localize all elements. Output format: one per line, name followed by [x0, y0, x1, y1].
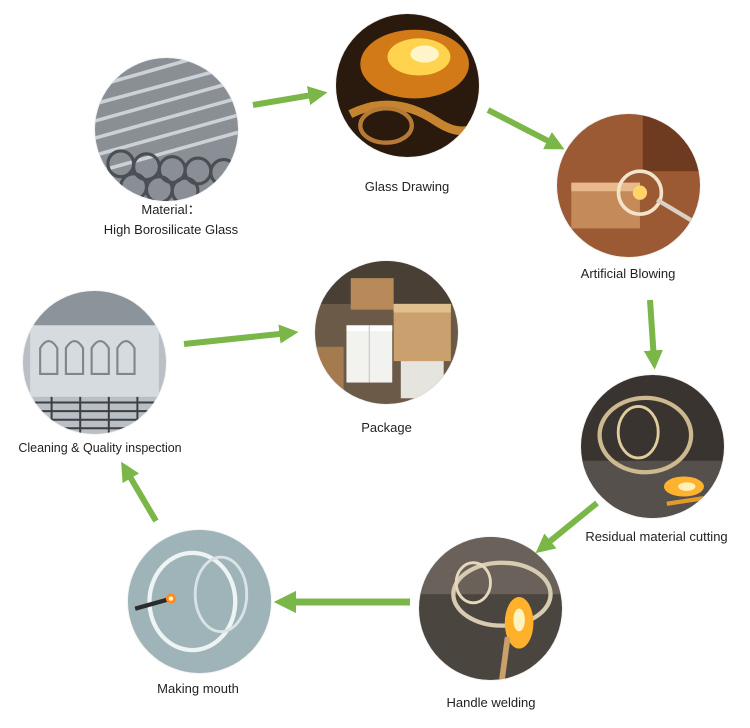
cleaning-machine-photo — [23, 291, 166, 434]
handle-welding-photo — [419, 537, 562, 680]
step-label-glass-drawing: Glass Drawing — [364, 179, 450, 194]
step-label-artificial-blowing: Artificial Blowing — [580, 266, 676, 281]
glass-cutting-photo — [581, 375, 724, 518]
step-label-handle-welding: Handle welding — [446, 695, 536, 710]
step-label-cleaning-quality-inspection: Cleaning & Quality inspection — [18, 441, 182, 455]
step-label-making-mouth: Making mouth — [157, 681, 239, 696]
arrow-drawing-to-blowing — [486, 107, 565, 150]
arrow-material-to-drawing — [252, 86, 328, 108]
arrow-mouth-to-cleaning — [121, 461, 159, 523]
material-label-line1: Material： — [141, 202, 201, 217]
glass-blowing-photo — [557, 114, 700, 257]
mouth-making-photo — [128, 530, 271, 673]
step-label-package: Package — [361, 420, 412, 435]
arrow-cleaning-to-package — [183, 324, 299, 347]
step-label-residual-material-cutting: Residual material cutting — [585, 529, 728, 544]
arrow-blowing-to-cutting — [643, 299, 663, 370]
glass-tubes-photo — [95, 58, 238, 201]
carton-boxes-photo — [315, 261, 458, 404]
flame-drawing-photo — [336, 14, 479, 157]
step-label-material: Material： High Borosilicate Glass — [96, 200, 246, 240]
material-label-line2: High Borosilicate Glass — [103, 222, 239, 237]
